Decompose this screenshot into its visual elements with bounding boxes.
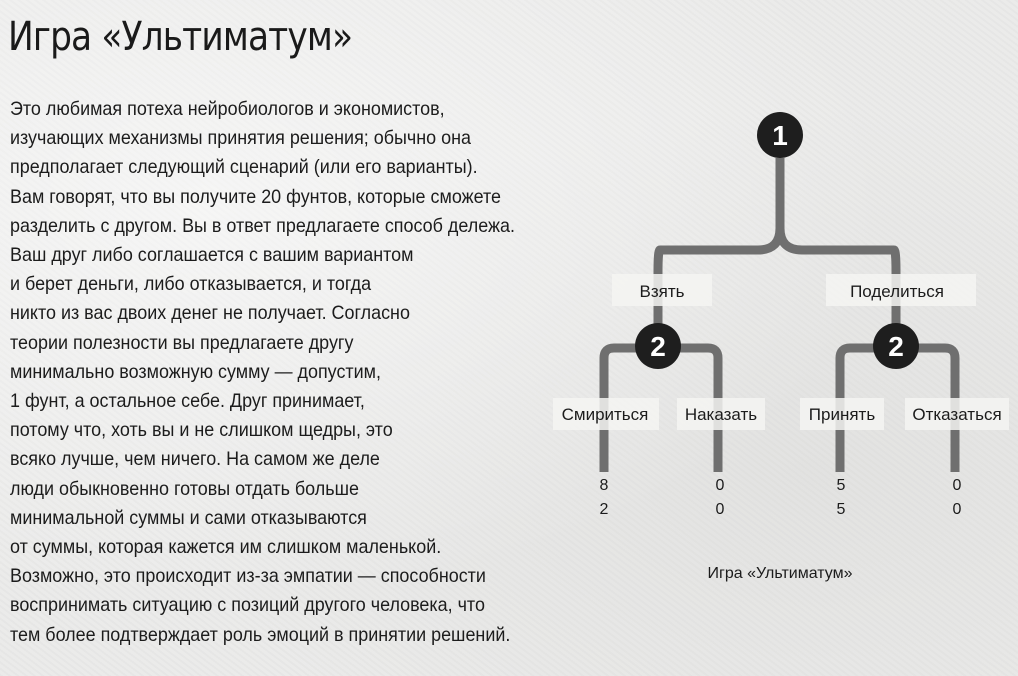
left-node-label: 2 [650, 331, 666, 362]
right-node-label: 2 [888, 331, 904, 362]
leaf-label-accept-take: Смириться [562, 405, 649, 424]
paragraph-line: разделить с другом. Вы в ответ предлагае… [10, 214, 515, 237]
paragraph-line: 1 фунт, а остальное себе. Друг принимает… [10, 390, 365, 413]
paragraph-line: потому что, хоть вы и не слишком щедры, … [10, 419, 393, 442]
paragraph-line: никто из вас двоих денег не получает. Со… [10, 302, 410, 325]
leaf-label-refuse: Отказаться [912, 405, 1001, 424]
payoff-bottom: 5 [837, 501, 846, 518]
paragraph-line: люди обыкновенно готовы отдать больше [10, 477, 359, 500]
payoff-top: 5 [837, 477, 846, 494]
tree-branches [599, 158, 960, 472]
paragraph-line: предполагает следующий сценарий (или его… [10, 156, 478, 179]
right-node-circle [873, 323, 919, 369]
paragraph-line: и берет деньги, либо отказывается, и тог… [10, 273, 372, 296]
paragraph-line: теории полезности вы предлагаете другу [10, 331, 354, 354]
left-decision-node: 2 [635, 323, 681, 369]
paragraph-line: изучающих механизмы принятия решения; об… [10, 127, 471, 150]
paragraph-line: Вам говорят, что вы получите 20 фунтов, … [10, 185, 501, 208]
payoff-bottom: 2 [600, 501, 609, 518]
paragraph-line: Возможно, это происходит из-за эмпатии —… [10, 565, 486, 588]
paragraph-line: минимально возможную сумму — допустим, [10, 360, 381, 383]
paragraph-line: Ваш друг либо соглашается с вашим вариан… [10, 244, 414, 267]
root-node-label: 1 [772, 120, 788, 151]
paragraph-line: воспринимать ситуацию с позиций другого … [10, 594, 485, 617]
left-node-circle [635, 323, 681, 369]
page-title: Игра «Ультиматум» [8, 14, 353, 60]
payoff-bottom: 0 [716, 501, 725, 518]
paragraph-line: минимальной суммы и сами отказываются [10, 506, 367, 529]
left-subtree-branches [599, 343, 723, 472]
body-paragraph: Это любимая потеха нейробиологов и эконо… [10, 95, 559, 650]
paragraph-line: всяко лучше, чем ничего. На самом же дел… [10, 448, 380, 471]
paragraph-line: тем более подтверждает роль эмоций в при… [10, 623, 511, 646]
root-branches [653, 158, 901, 336]
paragraph-line: от суммы, которая кажется им слишком мал… [10, 536, 442, 559]
leaf-label-accept-share: Принять [809, 405, 876, 424]
root-node: 1 [757, 112, 803, 158]
payoff-bottom: 0 [953, 501, 962, 518]
payoff-top: 0 [953, 477, 962, 494]
payoff-top: 8 [600, 477, 609, 494]
diagram-caption: Игра «Ультиматум» [707, 565, 852, 582]
payoff-top: 0 [716, 477, 725, 494]
branch-label-share: Поделиться [850, 282, 944, 301]
label-backgrounds [553, 274, 1009, 430]
branch-label-take: Взять [640, 282, 685, 301]
root-node-circle [757, 112, 803, 158]
paragraph-line: Это любимая потеха нейробиологов и эконо… [10, 98, 445, 120]
right-decision-node: 2 [873, 323, 919, 369]
right-subtree-branches [835, 343, 960, 472]
leaf-label-punish: Наказать [685, 405, 757, 424]
